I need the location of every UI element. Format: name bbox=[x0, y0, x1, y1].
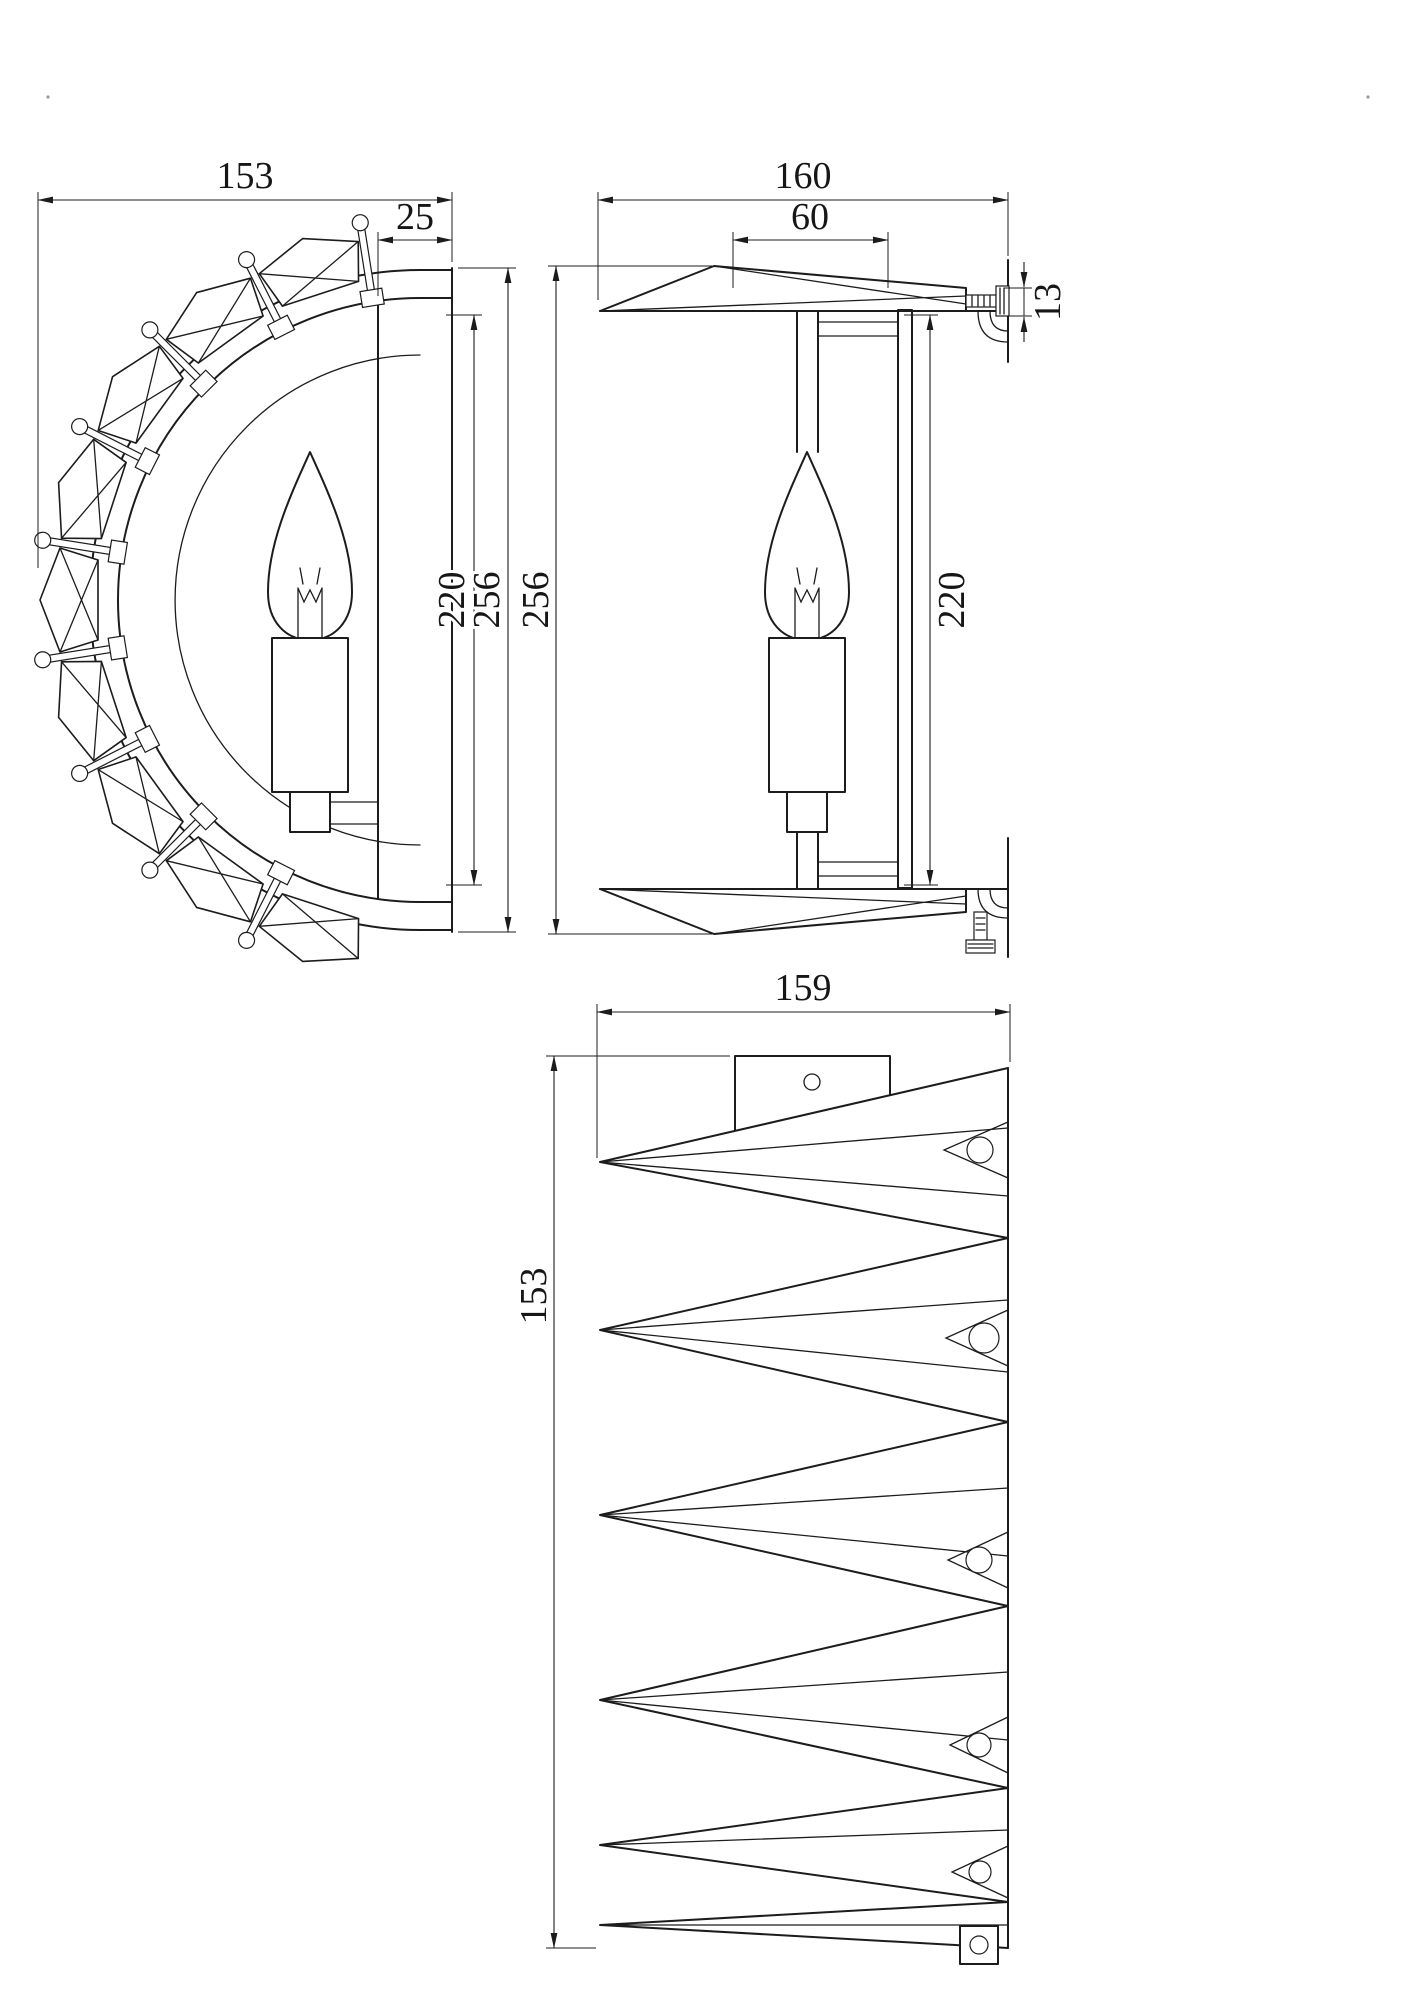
socket-neck bbox=[289, 791, 331, 833]
dim-bottom-height: 153 bbox=[510, 1055, 730, 1949]
bottom-view: 159 153 bbox=[510, 964, 1011, 1965]
dim-side-depth-label: 160 bbox=[775, 155, 832, 197]
speck bbox=[1366, 95, 1370, 99]
mounting-pin bbox=[141, 321, 218, 398]
bulb-glass bbox=[764, 451, 850, 641]
crystal-hole bbox=[968, 1322, 1000, 1354]
side-candle-bulb-assembly bbox=[764, 451, 850, 833]
crystal-hole bbox=[966, 1732, 992, 1758]
speck bbox=[46, 95, 50, 99]
corner-bracket bbox=[959, 1925, 999, 1965]
dim-side-plate-thickness-label: 13 bbox=[1027, 283, 1069, 321]
top-crystal-plate bbox=[599, 265, 1009, 312]
crystal-hole bbox=[966, 1136, 994, 1164]
crystal-hole bbox=[968, 1860, 992, 1884]
crystal-gem bbox=[165, 251, 296, 364]
side-view: 160 60 13 256 220 bbox=[512, 152, 1072, 958]
crystal-gem bbox=[34, 635, 129, 762]
dim-bottom-width: 159 bbox=[596, 964, 1011, 1158]
mounting-hole bbox=[803, 1073, 821, 1091]
top-screw bbox=[965, 285, 1010, 317]
dim-side-overall-height: 256 bbox=[512, 265, 712, 935]
bottom-screw bbox=[965, 911, 996, 954]
side-back-plate bbox=[897, 309, 913, 889]
dim-side-inner-height-label: 220 bbox=[931, 572, 973, 629]
mounting-plate bbox=[734, 1055, 891, 1131]
socket-neck bbox=[786, 791, 828, 833]
bulb-filament bbox=[794, 567, 820, 639]
dim-side-inner-height: 220 bbox=[904, 314, 976, 886]
dim-side-overall-height-label: 256 bbox=[515, 572, 557, 629]
crystal-prism-row bbox=[599, 1901, 1009, 1949]
crystal-prism-row bbox=[599, 1067, 1009, 1239]
bulb-glass bbox=[267, 451, 353, 641]
candle-sleeve bbox=[271, 637, 349, 793]
crystal-gem bbox=[97, 321, 218, 444]
crystal-hole bbox=[965, 1546, 993, 1574]
dim-front-width: 153 bbox=[37, 152, 453, 568]
dim-front-width-label: 153 bbox=[217, 155, 274, 197]
mounting-pin bbox=[34, 531, 129, 565]
dim-front-inner-height: 220 bbox=[428, 314, 482, 886]
mounting-pin bbox=[34, 635, 129, 669]
crystal-gem bbox=[34, 531, 129, 653]
dim-front-plate-offset: 25 bbox=[377, 193, 453, 296]
crystal-gem bbox=[237, 859, 360, 963]
mounting-pin bbox=[141, 802, 218, 879]
back-plate bbox=[377, 267, 453, 933]
dim-side-bracket-width-label: 60 bbox=[791, 196, 829, 238]
bottom-crystal-plate bbox=[599, 888, 1009, 935]
dim-front-plate-offset-label: 25 bbox=[396, 196, 434, 238]
dim-side-depth: 160 bbox=[597, 152, 1009, 300]
crystal-prism-row bbox=[599, 1787, 1009, 1903]
wall-bracket bbox=[977, 259, 1009, 958]
support-rod bbox=[796, 310, 899, 890]
mounting-pin bbox=[71, 724, 161, 783]
dim-front-inner-height-label: 220 bbox=[431, 572, 473, 629]
crystal-gem bbox=[57, 417, 161, 540]
crystal-gem bbox=[258, 214, 385, 309]
front-view: 153 25 220 256 bbox=[34, 152, 516, 963]
dim-bottom-width-label: 159 bbox=[775, 967, 832, 1009]
bulb-filament bbox=[297, 567, 323, 639]
mounting-pin bbox=[71, 417, 161, 476]
bracket-hole bbox=[969, 1935, 989, 1955]
crystal-prism-row bbox=[599, 1237, 1009, 1423]
dim-side-plate-thickness: 13 bbox=[1004, 262, 1072, 342]
mounting-pin bbox=[237, 859, 296, 949]
crystal-gem bbox=[71, 724, 184, 855]
crystal-gem bbox=[141, 802, 264, 923]
candle-sleeve bbox=[768, 637, 846, 793]
dim-side-bracket-width: 60 bbox=[732, 193, 889, 288]
dim-front-overall-height-label: 256 bbox=[466, 572, 508, 629]
mounting-pin bbox=[237, 251, 296, 341]
crystal-prism-row bbox=[599, 1605, 1009, 1789]
candle-bulb-assembly bbox=[267, 451, 379, 833]
crystal-prism-row bbox=[599, 1421, 1009, 1607]
dim-bottom-height-label: 153 bbox=[513, 1268, 555, 1325]
dim-front-overall-height: 256 bbox=[458, 267, 516, 933]
